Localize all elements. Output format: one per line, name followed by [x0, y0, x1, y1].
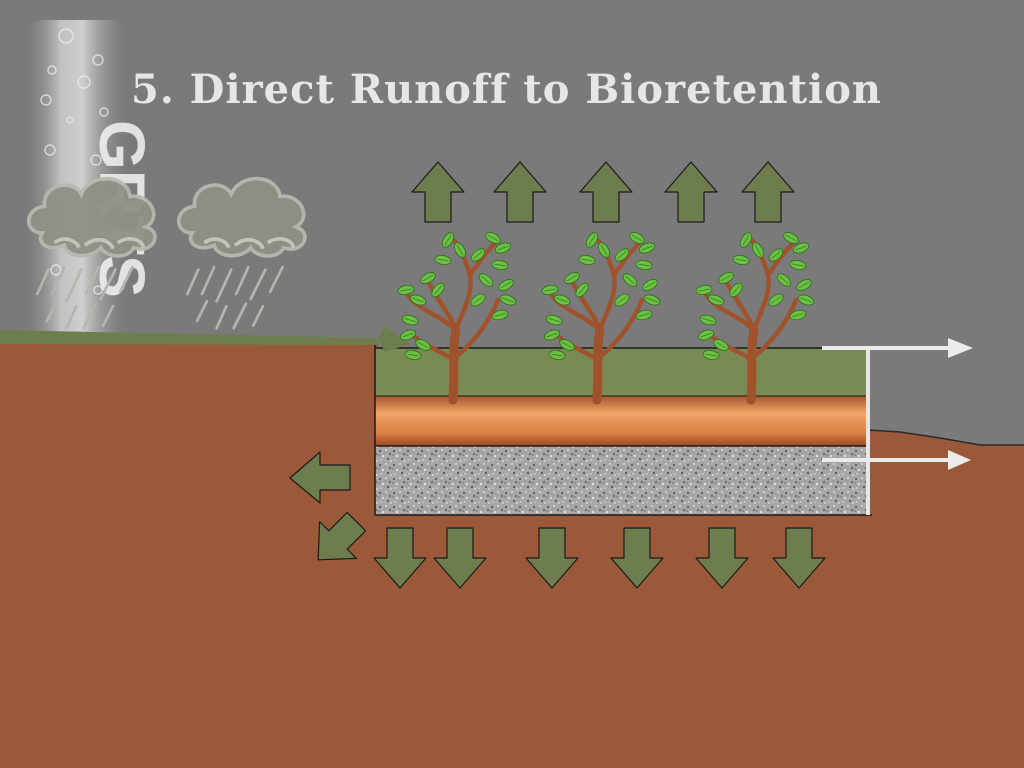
runoff-inflow-arrow [378, 326, 410, 352]
ground-surface-line [867, 429, 1024, 446]
planting-soil-layer [375, 396, 868, 446]
evapotranspiration-arrow-icon [493, 161, 547, 223]
soil-below-cell [372, 430, 1024, 768]
evapotranspiration-arrow-icon [664, 161, 718, 223]
slide-title: 5. Direct Runoff to Bioretention [131, 66, 883, 113]
overflow-pipe [822, 338, 973, 515]
grass-edge [0, 330, 378, 345]
diagonal-flow-arrow-icon [317, 511, 367, 561]
gravel-layer [375, 446, 868, 515]
soil-ground [0, 340, 378, 768]
lateral-flow-arrow-icon [289, 451, 351, 504]
evapotranspiration-arrow-icon [411, 161, 465, 223]
rain-cloud-icon [176, 176, 307, 330]
evapotranspiration-arrow-icon [579, 161, 633, 223]
evapotranspiration-arrow-icon [741, 161, 795, 223]
